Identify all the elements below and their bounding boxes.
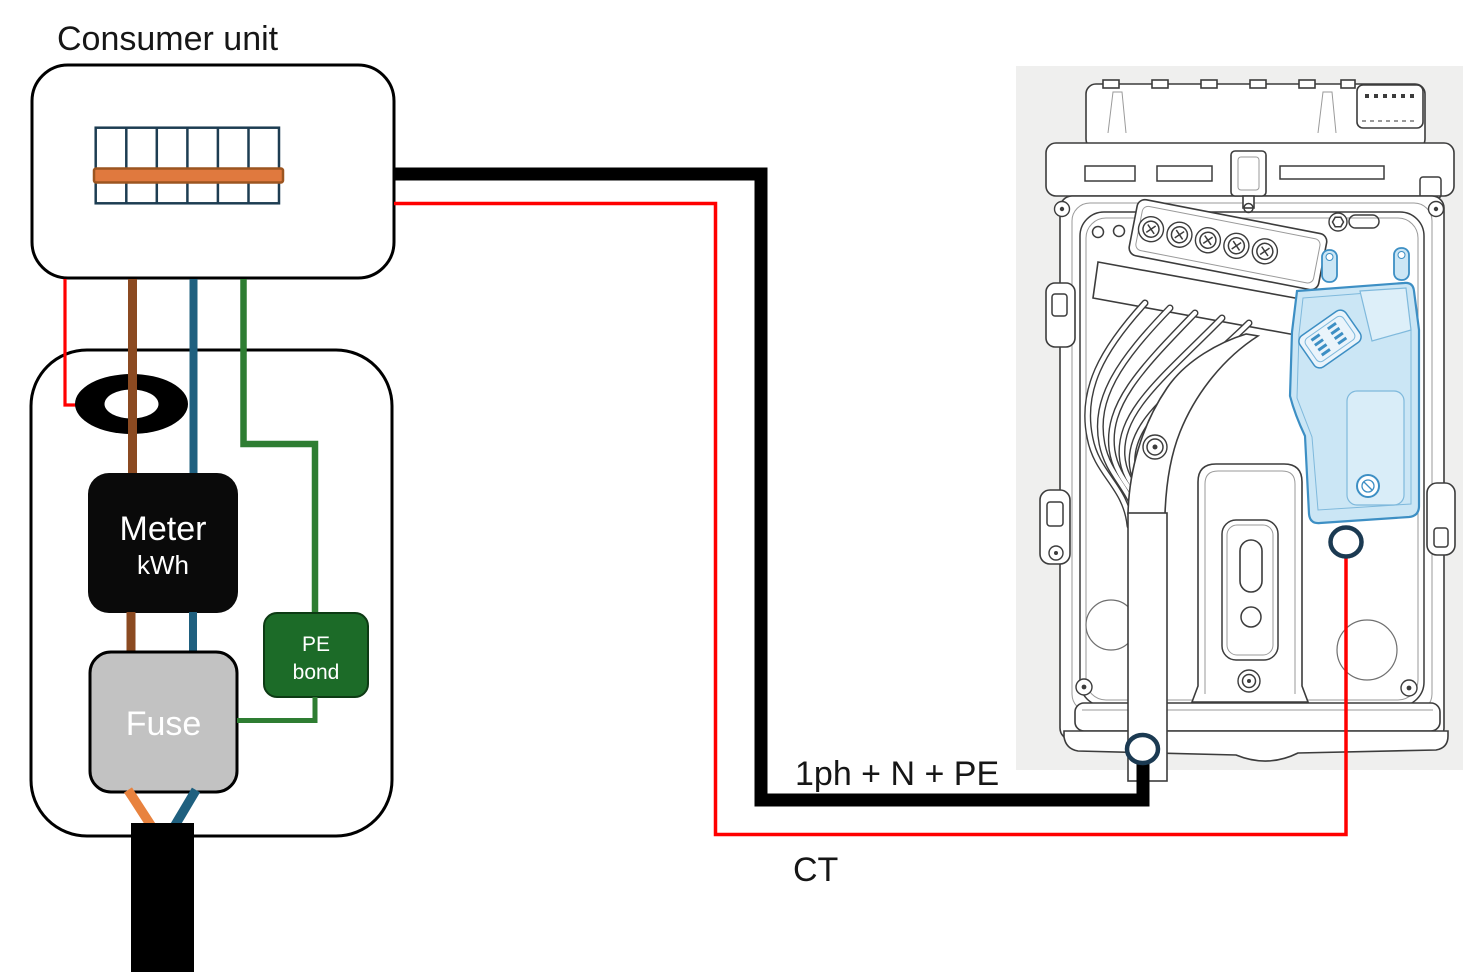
ct-connection-terminal	[1328, 525, 1364, 559]
earth-wire-upper	[240, 279, 319, 614]
mains-cable-wire	[394, 167, 1150, 807]
lid-vent	[1356, 84, 1424, 129]
meter-unit-label: kWh	[137, 550, 189, 580]
service-tail-blue	[169, 787, 201, 830]
busbar-grid	[94, 126, 281, 205]
mounting-tabs	[1039, 282, 1456, 565]
consumer-unit-label: Consumer unit	[57, 20, 279, 58]
ct-module-highlight	[1288, 247, 1421, 525]
module-connector	[1298, 309, 1362, 369]
terminal-screws	[1137, 215, 1279, 265]
corner-screws	[1053, 200, 1445, 697]
central-bracket	[1190, 463, 1310, 703]
panel-hole-icon	[1091, 225, 1105, 239]
meter-label: Meter	[120, 510, 207, 548]
meter-box	[88, 473, 238, 613]
terminal-block	[1128, 198, 1328, 291]
charger-illustration	[1016, 66, 1463, 782]
busbar-orange-bar	[92, 167, 285, 184]
interconnect-wires: 1ph + N + PE CT	[394, 167, 1364, 889]
panel-hole-icon	[1112, 224, 1126, 238]
service-tail-orange	[124, 787, 156, 830]
fuse-label: Fuse	[126, 705, 202, 743]
pe-bond-label-line1: PE	[302, 633, 330, 656]
mains-connection-terminal	[1124, 732, 1161, 766]
ct-cable-wire	[394, 201, 1348, 837]
mains-cable-label: 1ph + N + PE	[795, 755, 999, 793]
ct-cable-label: CT	[793, 851, 838, 889]
earth-wire-lower	[237, 697, 318, 723]
supply-diagram: Meter kWh Fuse PE bond Consumer unit	[29, 20, 396, 972]
hex-screw-icon	[1328, 212, 1380, 232]
lid-notches	[1102, 79, 1356, 89]
center-clip	[1230, 150, 1267, 214]
ct-sense-wire	[63, 279, 78, 407]
charger-lid	[1085, 79, 1426, 150]
pe-bond-label-line2: bond	[293, 661, 340, 684]
knockout-circle	[1336, 619, 1398, 681]
service-cable	[131, 823, 194, 972]
